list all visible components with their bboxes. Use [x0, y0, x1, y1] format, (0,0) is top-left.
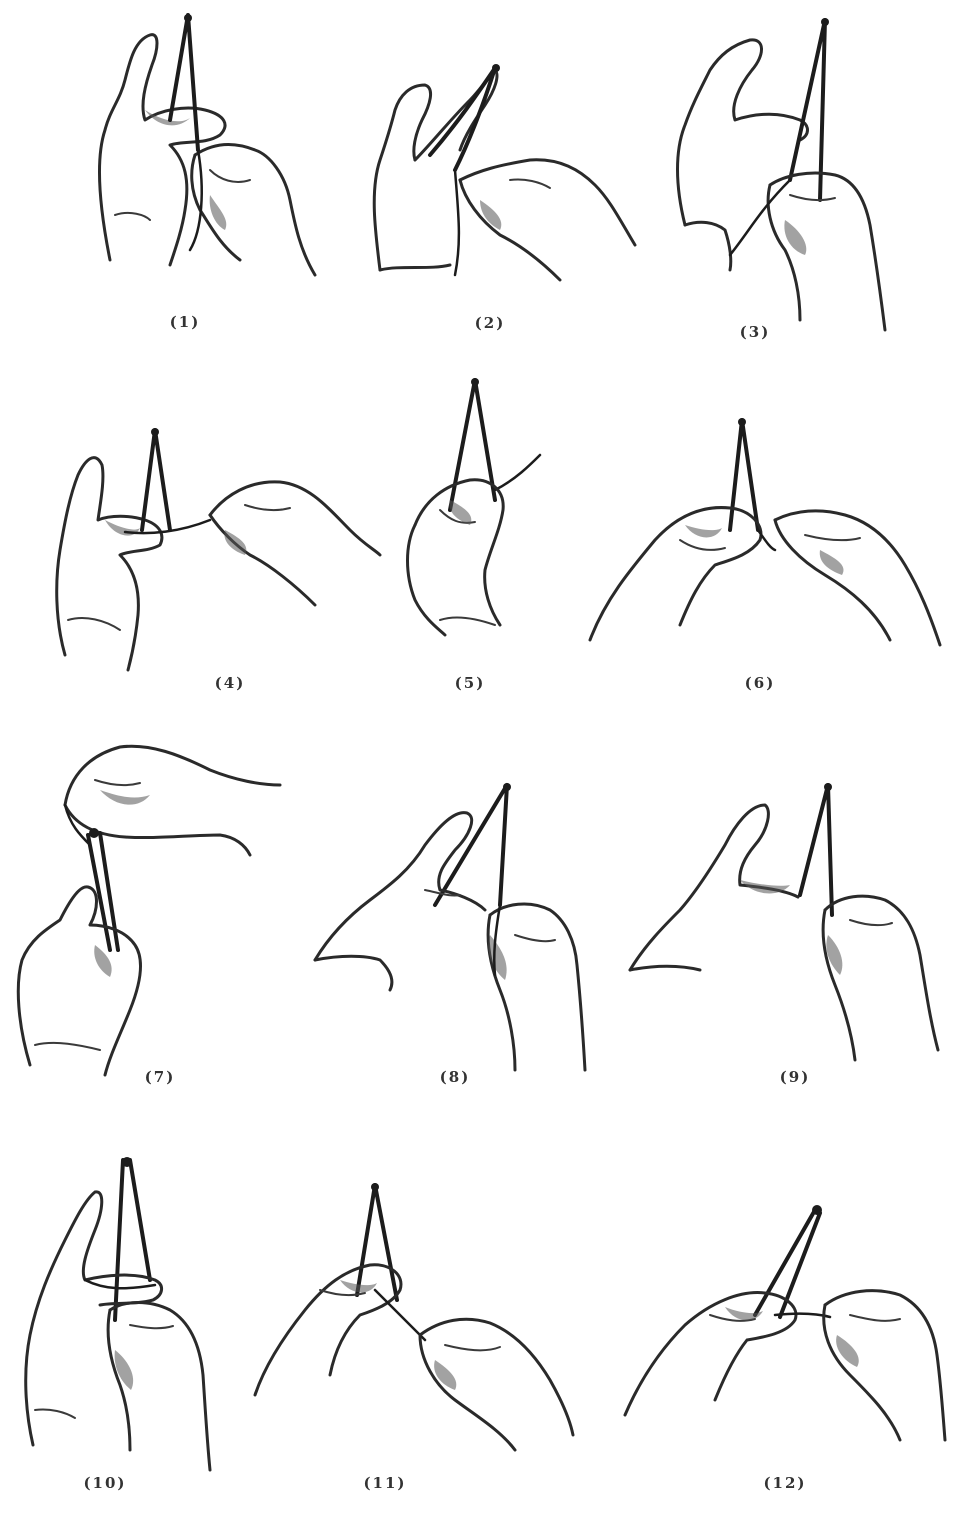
panel-10-illustration [15, 1150, 215, 1495]
panel-2-label: (2) [475, 314, 506, 332]
panel-7-illustration [10, 735, 290, 1095]
panel-2: (2) [370, 60, 645, 310]
panel-11-illustration [245, 1175, 575, 1495]
panel-6-label: (6) [745, 674, 776, 692]
panel-6: (6) [580, 400, 945, 690]
panel-5-label: (5) [455, 674, 486, 692]
panel-1-label: (1) [170, 313, 201, 331]
panel-9-illustration [620, 775, 945, 1095]
panel-3-label: (3) [740, 323, 771, 341]
panel-7-label: (7) [145, 1068, 176, 1086]
panel-2-illustration [370, 60, 645, 310]
panel-10-label: (10) [83, 1474, 126, 1492]
panel-8-illustration [305, 775, 590, 1095]
panel-12: (12) [615, 1195, 950, 1495]
panel-11-label: (11) [363, 1474, 406, 1492]
panel-8: (8) [305, 775, 590, 1095]
panel-4-illustration [50, 420, 385, 690]
panel-1: (1) [90, 10, 330, 300]
panel-8-label: (8) [440, 1068, 471, 1086]
panel-12-label: (12) [763, 1474, 806, 1492]
panel-10: (10) [15, 1150, 215, 1495]
panel-4-label: (4) [215, 674, 246, 692]
panel-1-illustration [90, 10, 330, 300]
panel-9: (9) [620, 775, 945, 1095]
panel-3-illustration [670, 10, 930, 335]
panel-11: (11) [245, 1175, 575, 1495]
panel-5-illustration [395, 370, 555, 690]
panel-12-illustration [615, 1195, 950, 1495]
panel-5: (5) [395, 370, 555, 690]
panel-9-label: (9) [780, 1068, 811, 1086]
panel-6-illustration [580, 400, 945, 690]
panel-4: (4) [50, 420, 385, 690]
panel-3: (3) [670, 10, 930, 335]
panel-7: (7) [10, 735, 290, 1095]
